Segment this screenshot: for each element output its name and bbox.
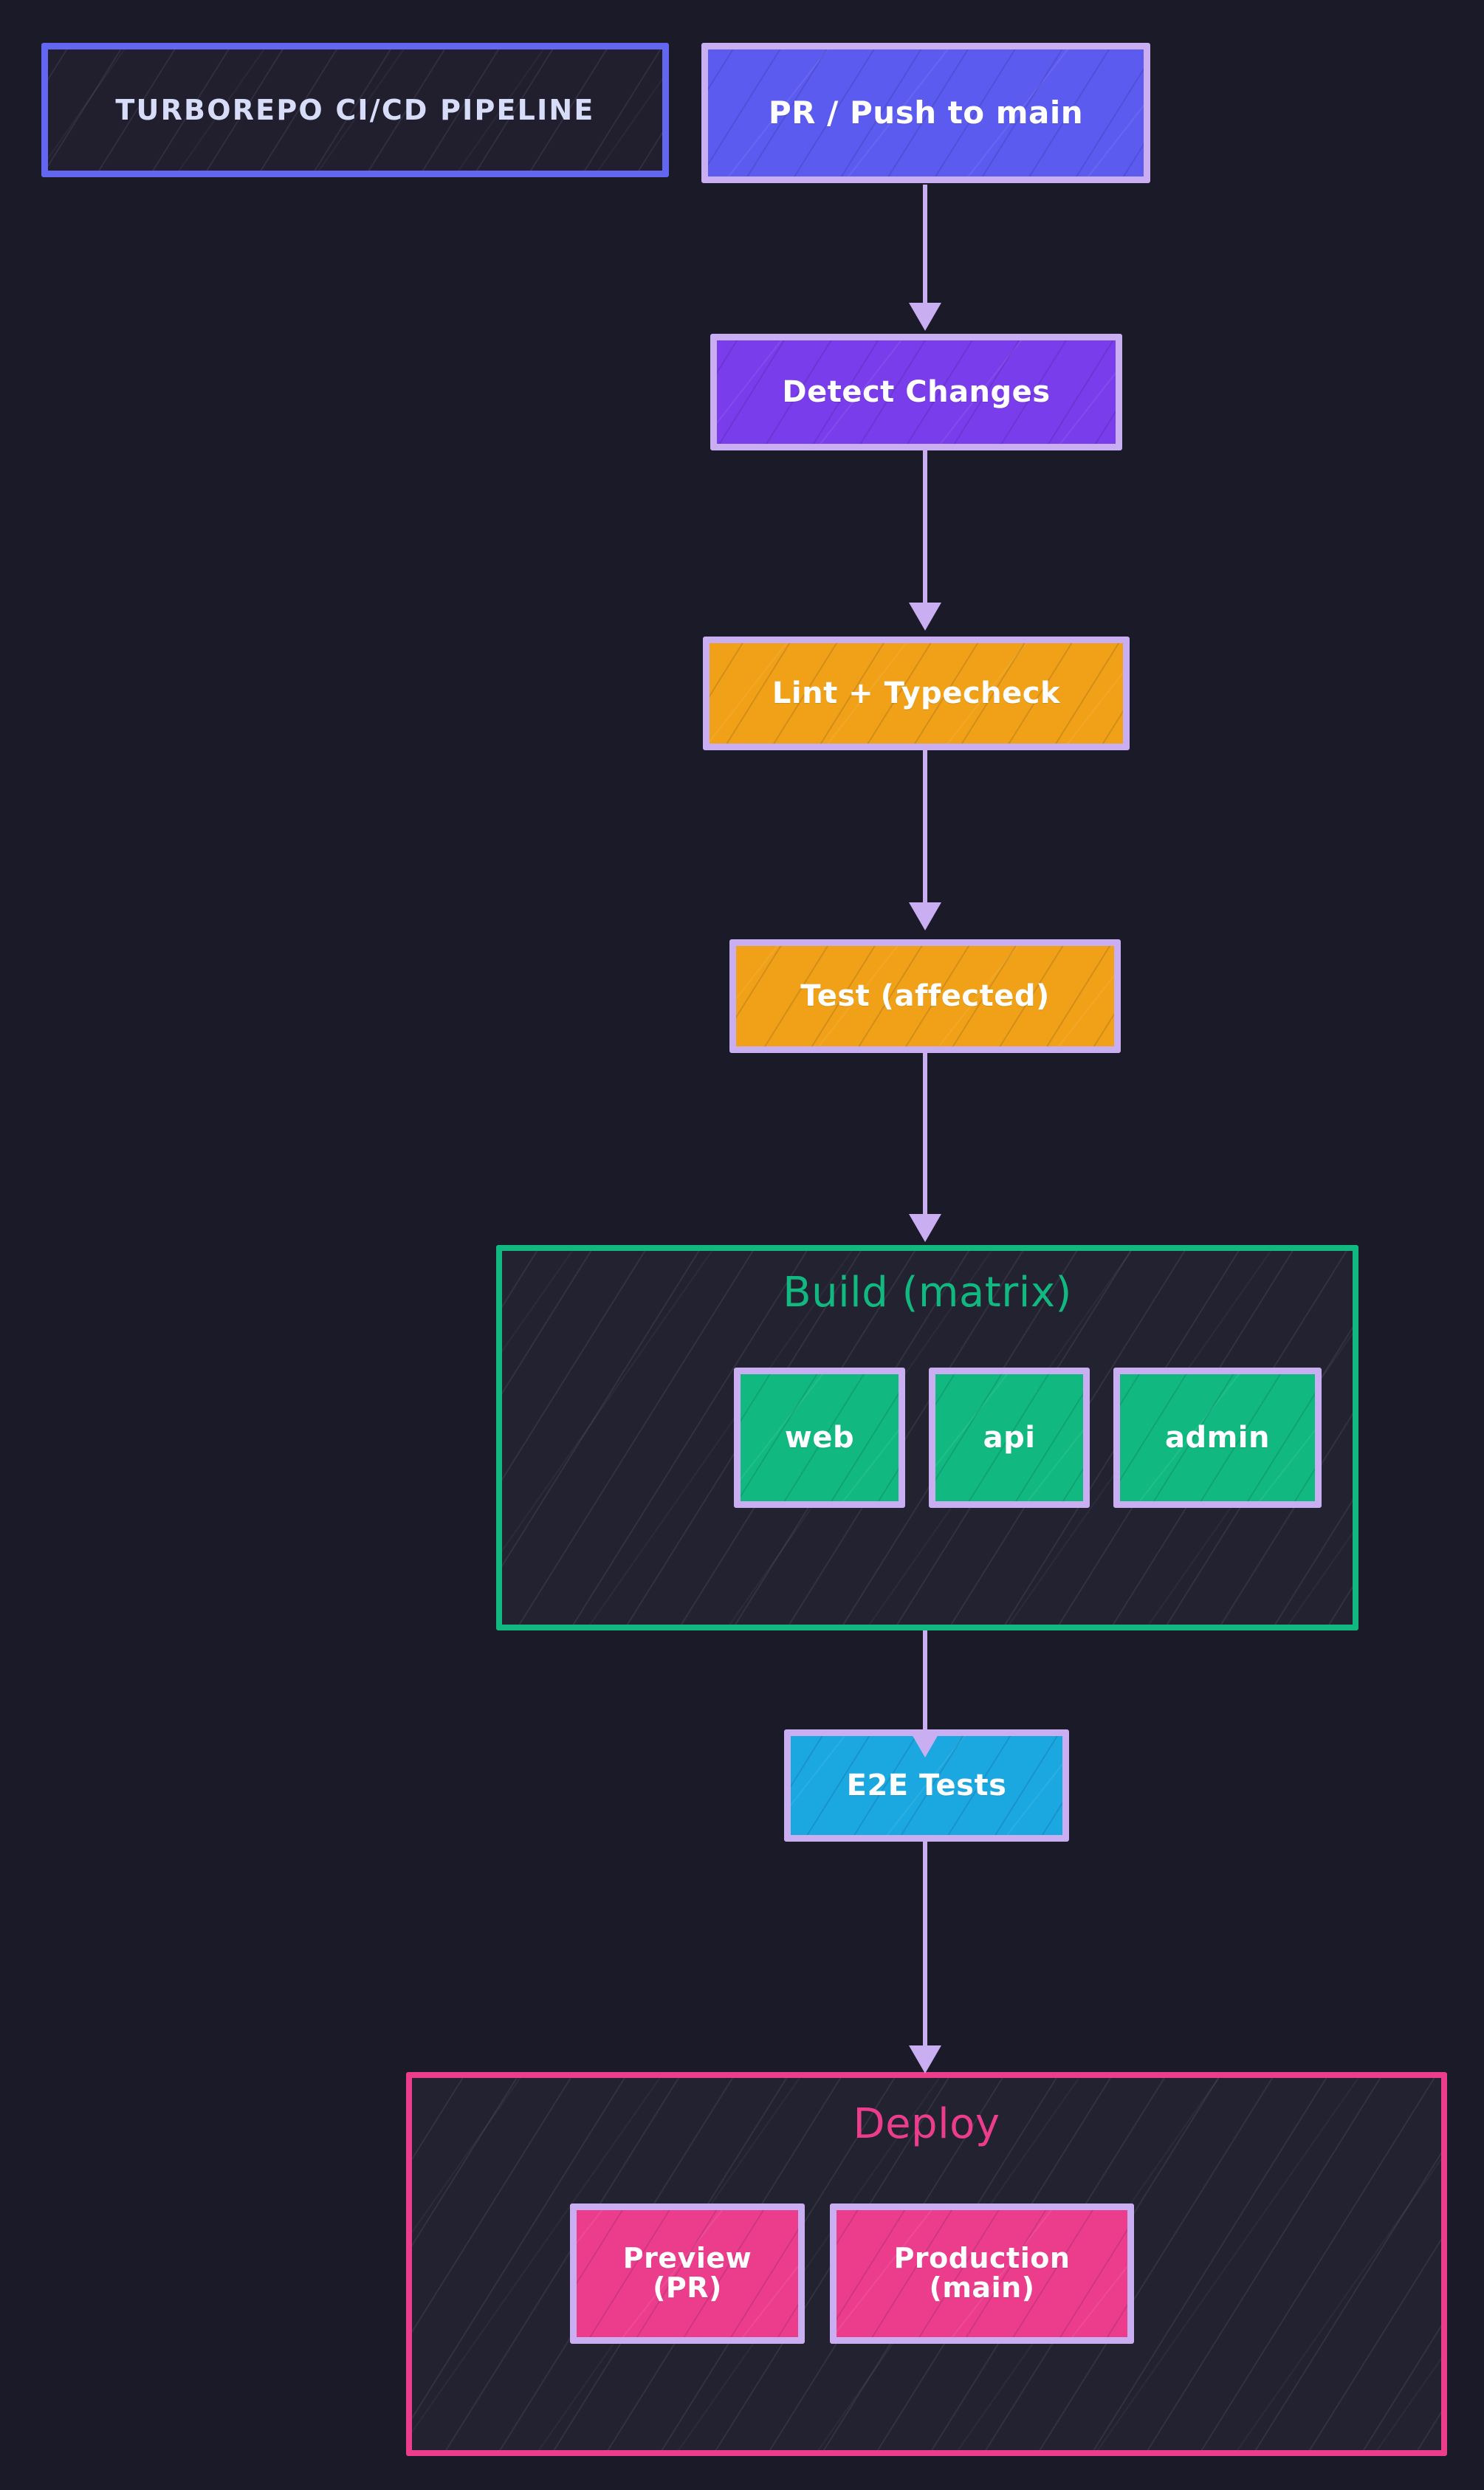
node-label: Detect Changes [782,375,1051,409]
subgraph-title-deploy: Deploy [853,2100,1000,2148]
page-title: TURBOREPO CI/CD PIPELINE [115,94,595,126]
node-label: Lint + Typecheck [772,676,1061,710]
edge-lint-to-test [908,750,942,935]
subgraph-build-matrix: Build (matrix) web api admin [496,1245,1358,1630]
node-label: api [983,1421,1036,1455]
edge-detect-to-lint [908,450,942,635]
arrowhead-icon [909,2045,941,2074]
arrowhead-icon [909,902,941,930]
node-test-affected[interactable]: Test (affected) [729,939,1121,1053]
edge-line [923,450,927,606]
node-pr-push-to-main[interactable]: PR / Push to main [701,43,1150,183]
node-build-web[interactable]: web [734,1368,905,1508]
edge-line [923,185,927,306]
edge-line [923,750,927,905]
node-label: Production (main) [893,2242,1071,2304]
edge-line [923,1053,927,1217]
edge-trigger-to-detect [908,185,942,332]
subgraph-title-build: Build (matrix) [783,1269,1072,1317]
edge-build-to-e2e [908,1630,942,1762]
node-deploy-preview-pr[interactable]: Preview (PR) [570,2203,805,2344]
edge-line [923,1630,927,1732]
node-label: Preview (PR) [622,2242,752,2304]
node-label: PR / Push to main [768,94,1084,131]
node-lint-typecheck[interactable]: Lint + Typecheck [703,637,1130,750]
node-label: E2E Tests [846,1769,1007,1803]
edge-e2e-to-deploy [908,1842,942,2078]
arrowhead-icon [909,1214,941,1242]
edge-line [923,1842,927,2048]
subgraph-deploy: Deploy Preview (PR) Production (main) [406,2072,1447,2456]
arrowhead-icon [909,303,941,331]
node-deploy-production-main[interactable]: Production (main) [830,2203,1134,2344]
node-detect-changes[interactable]: Detect Changes [710,334,1122,450]
arrowhead-icon [909,1729,941,1757]
arrowhead-icon [909,603,941,631]
node-build-admin[interactable]: admin [1113,1368,1322,1508]
node-build-api[interactable]: api [929,1368,1090,1508]
diagram-title-box: TURBOREPO CI/CD PIPELINE [41,43,669,177]
edge-test-to-build [908,1053,942,1246]
node-label: admin [1165,1421,1270,1455]
node-label: Test (affected) [800,979,1050,1013]
node-label: web [784,1421,855,1455]
